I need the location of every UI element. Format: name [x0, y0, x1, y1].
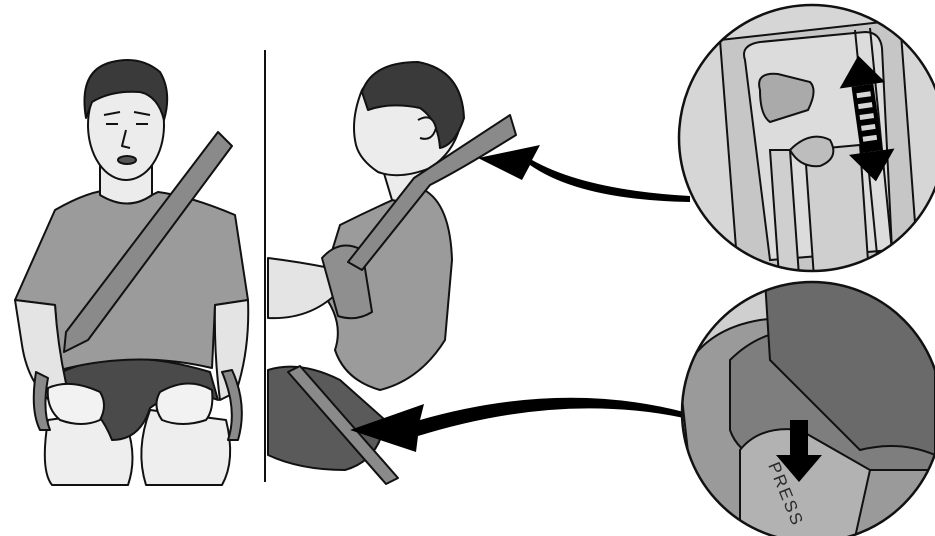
upper-pointer-arrow — [478, 145, 690, 202]
buckle-release-detail: PRESS — [670, 270, 935, 536]
front-right-hand — [156, 383, 212, 424]
lower-pointer-arrow — [350, 398, 684, 452]
front-mouth — [118, 156, 136, 164]
side-ear — [418, 117, 436, 139]
height-adjuster-detail — [670, 0, 935, 300]
front-view-person — [15, 60, 248, 485]
